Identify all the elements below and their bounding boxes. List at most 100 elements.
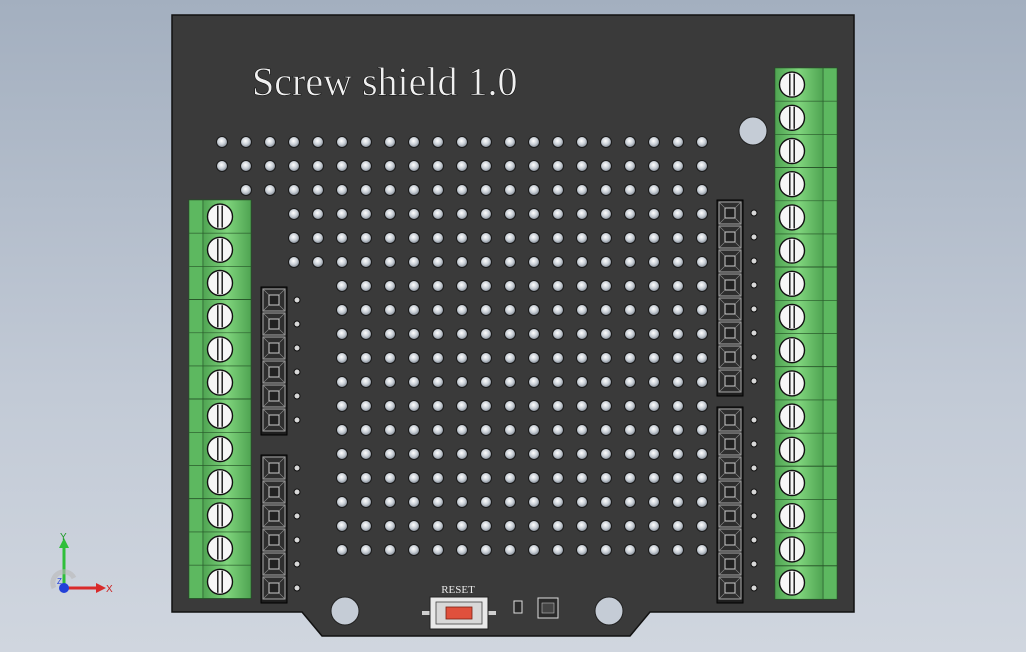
screw-terminal-icon bbox=[188, 531, 252, 566]
pad bbox=[456, 448, 468, 460]
via-pad bbox=[750, 560, 758, 568]
pad bbox=[576, 256, 588, 268]
pad bbox=[672, 376, 684, 388]
pad bbox=[360, 160, 372, 172]
pad bbox=[576, 328, 588, 340]
pad bbox=[288, 160, 300, 172]
pad bbox=[576, 280, 588, 292]
pad bbox=[504, 232, 516, 244]
pad bbox=[432, 376, 444, 388]
header-pin-icon bbox=[718, 456, 742, 480]
pad bbox=[624, 160, 636, 172]
pad bbox=[360, 472, 372, 484]
pad bbox=[312, 232, 324, 244]
pad bbox=[384, 472, 396, 484]
pad bbox=[552, 496, 564, 508]
via-pad bbox=[750, 488, 758, 496]
pad bbox=[480, 448, 492, 460]
pad bbox=[336, 160, 348, 172]
via-pad bbox=[750, 377, 758, 385]
pad bbox=[528, 544, 540, 556]
reset-button[interactable] bbox=[422, 596, 496, 630]
pad bbox=[552, 400, 564, 412]
pad bbox=[384, 208, 396, 220]
pad bbox=[552, 424, 564, 436]
pad bbox=[552, 376, 564, 388]
pad bbox=[504, 496, 516, 508]
screw-terminal-icon bbox=[774, 333, 838, 368]
screw-terminal-icon bbox=[188, 432, 252, 466]
pad bbox=[696, 472, 708, 484]
screw-terminal-icon bbox=[188, 199, 252, 234]
pad bbox=[672, 256, 684, 268]
screw-terminal-icon bbox=[188, 564, 252, 599]
pad bbox=[576, 472, 588, 484]
pad bbox=[528, 376, 540, 388]
pad bbox=[600, 160, 612, 172]
via-pad bbox=[293, 296, 301, 304]
pad bbox=[648, 160, 660, 172]
pad bbox=[480, 136, 492, 148]
pad bbox=[480, 496, 492, 508]
screw-terminal-icon bbox=[188, 332, 252, 367]
pad bbox=[528, 184, 540, 196]
pad bbox=[384, 424, 396, 436]
pad bbox=[360, 256, 372, 268]
pad bbox=[384, 160, 396, 172]
pad bbox=[360, 496, 372, 508]
screw-terminal-icon bbox=[188, 398, 252, 433]
pad bbox=[456, 184, 468, 196]
pad bbox=[240, 136, 252, 148]
pad bbox=[504, 304, 516, 316]
pad bbox=[336, 544, 348, 556]
mount-hole-bottom-right bbox=[594, 596, 624, 626]
pad bbox=[600, 424, 612, 436]
via-pad bbox=[750, 416, 758, 424]
header-pin-icon bbox=[718, 504, 742, 528]
header-pin-icon bbox=[718, 408, 742, 432]
pad bbox=[696, 448, 708, 460]
via-pad bbox=[750, 464, 758, 472]
pad bbox=[408, 280, 420, 292]
pad bbox=[696, 424, 708, 436]
axis-y-label: Y bbox=[60, 532, 67, 543]
via-pad bbox=[750, 440, 758, 448]
pad bbox=[576, 160, 588, 172]
pad bbox=[600, 208, 612, 220]
pad bbox=[600, 328, 612, 340]
pad bbox=[336, 376, 348, 388]
pad bbox=[600, 304, 612, 316]
screw-terminal-icon bbox=[188, 465, 252, 500]
pad bbox=[480, 280, 492, 292]
pad bbox=[240, 160, 252, 172]
via-pad bbox=[293, 488, 301, 496]
pad bbox=[696, 256, 708, 268]
screw-terminal-icon bbox=[774, 466, 838, 500]
pad bbox=[576, 544, 588, 556]
pad bbox=[312, 208, 324, 220]
pad bbox=[408, 304, 420, 316]
pad bbox=[672, 328, 684, 340]
pad bbox=[432, 424, 444, 436]
pad bbox=[648, 352, 660, 364]
pad bbox=[696, 328, 708, 340]
pad bbox=[600, 232, 612, 244]
pad bbox=[360, 280, 372, 292]
header-pin-icon bbox=[718, 273, 742, 297]
pad bbox=[312, 136, 324, 148]
reset-label: RESET bbox=[441, 584, 475, 596]
pad bbox=[504, 376, 516, 388]
pad bbox=[408, 376, 420, 388]
pad bbox=[600, 520, 612, 532]
pad bbox=[384, 232, 396, 244]
pad bbox=[480, 232, 492, 244]
pad bbox=[480, 544, 492, 556]
pad bbox=[408, 160, 420, 172]
pad bbox=[648, 280, 660, 292]
pad bbox=[528, 280, 540, 292]
pad bbox=[288, 256, 300, 268]
pad bbox=[528, 424, 540, 436]
pad bbox=[384, 304, 396, 316]
